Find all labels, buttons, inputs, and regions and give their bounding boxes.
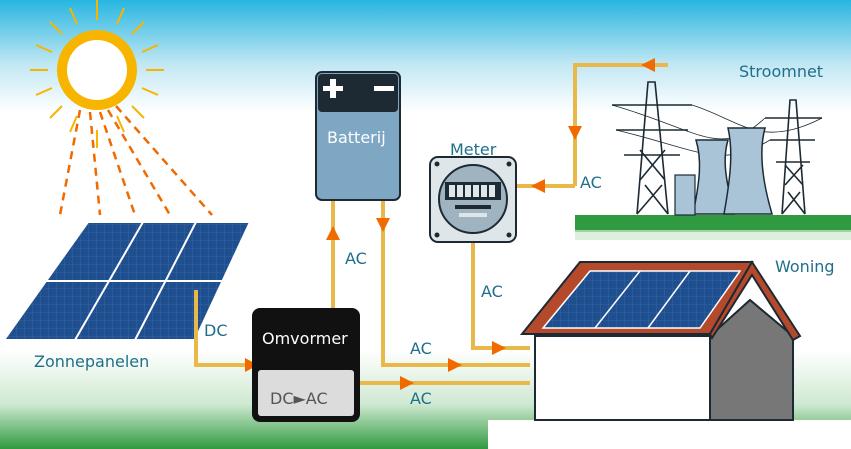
wires: [194, 63, 668, 385]
inverter-box: [252, 308, 360, 422]
arrow-left-grid: [641, 58, 655, 72]
flow-label-ac-bottom: AC: [410, 389, 432, 408]
arrow-left-meter: [531, 179, 545, 193]
inverter-sub-label: DC►AC: [270, 389, 328, 408]
flow-arrows: [245, 58, 655, 390]
flow-label-ac-battery: AC: [345, 249, 367, 268]
arrow-right-dc: [245, 358, 258, 372]
meter-label: Meter: [450, 140, 497, 159]
battery-icon: [315, 71, 401, 201]
flow-label-ac-grid: AC: [580, 173, 602, 192]
house-icon: [488, 260, 851, 449]
flow-label-ac-mid: AC: [410, 339, 432, 358]
solar-panel-array: [2, 221, 252, 341]
sun-icon: [30, 0, 164, 148]
arrow-down-battery: [376, 218, 390, 232]
arrow-right-meter: [492, 341, 506, 355]
panels-label: Zonnepanelen: [34, 352, 149, 371]
arrow-up-battery: [326, 226, 340, 240]
battery-label: Batterij: [327, 128, 386, 147]
arrow-right-ac-mid: [448, 358, 462, 372]
inverter-label: Omvormer: [262, 329, 348, 348]
sun-rays: [58, 105, 213, 216]
arrow-right-ac-bottom: [400, 376, 414, 390]
meter-icon: [429, 156, 517, 243]
grid-label: Stroomnet: [739, 62, 823, 81]
home-label: Woning: [775, 257, 835, 276]
flow-label-ac-meter: AC: [481, 282, 503, 301]
power-grid-icon: [575, 81, 851, 240]
flow-label-dc: DC: [204, 321, 228, 340]
arrow-down-grid: [568, 126, 582, 140]
